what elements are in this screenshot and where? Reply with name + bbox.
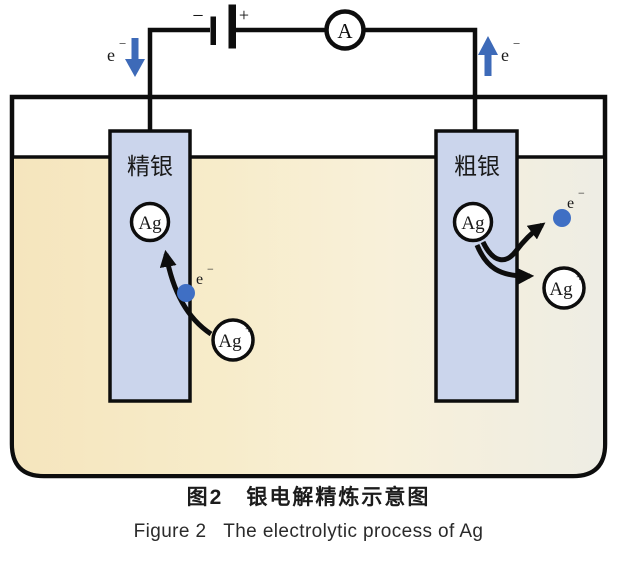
caption-chinese: 图2 银电解精炼示意图 xyxy=(186,486,431,509)
silver-atom-circle xyxy=(129,201,171,243)
ammeter-icon: A xyxy=(324,9,366,51)
cathode-electrode: 精银 xyxy=(108,129,192,403)
silver-ion-label: Ag xyxy=(218,331,242,352)
dissolution-arrow xyxy=(474,244,535,285)
electron-superscript: − xyxy=(119,36,126,51)
silver-ion-label: Ag xyxy=(549,279,573,300)
battery-icon: − + xyxy=(192,4,249,49)
anode-electrode: 粗银 xyxy=(434,129,519,403)
battery-positive-plate xyxy=(228,4,236,49)
arrow-head-up-icon xyxy=(478,36,498,55)
anode-reaction: Ag e − Ag + xyxy=(452,186,586,310)
electron-dot-icon xyxy=(553,209,571,227)
electron-release-arrow xyxy=(480,222,546,263)
deposition-arrow xyxy=(159,249,213,337)
electron-superscript: − xyxy=(207,262,214,276)
caption-english: Figure 2 The electrolytic process of Ag xyxy=(133,521,484,542)
silver-ion-circle xyxy=(211,318,255,362)
silver-atom-label: Ag xyxy=(461,213,485,234)
silver-ion-superscript: + xyxy=(245,321,252,336)
ammeter-label: A xyxy=(337,19,353,43)
anode-plate xyxy=(434,129,519,403)
electrolysis-schematic: − + A e − e − 精银 粗银 Ag e − Ag + xyxy=(9,4,608,479)
battery-minus-label: − xyxy=(192,5,203,27)
silver-atom-circle xyxy=(452,201,494,243)
anode-label: 粗银 xyxy=(454,153,500,179)
battery-plus-label: + xyxy=(239,5,249,25)
ammeter-circle xyxy=(324,9,366,51)
electron-label: e xyxy=(501,45,509,65)
electron-dot-icon xyxy=(177,284,195,302)
electron-superscript: − xyxy=(578,186,585,200)
electron-label: e xyxy=(196,271,203,288)
electron-flow-left-arrow: e − xyxy=(107,36,145,77)
cathode-reaction: Ag e − Ag + xyxy=(129,201,255,362)
arrow-head-down-icon xyxy=(125,59,145,77)
electron-label: e xyxy=(567,195,574,212)
circuit-wire xyxy=(147,27,478,136)
electron-label: e xyxy=(107,45,115,65)
battery-negative-plate xyxy=(210,16,216,45)
cathode-label: 精银 xyxy=(127,153,173,179)
cathode-plate xyxy=(108,129,192,403)
electron-superscript: − xyxy=(513,36,520,51)
silver-ion-circle xyxy=(542,266,586,310)
electron-flow-right-arrow: e − xyxy=(478,36,520,76)
figure-captions: 图2 银电解精炼示意图 Figure 2 The electrolytic pr… xyxy=(0,486,617,543)
silver-ion-superscript: + xyxy=(576,269,583,284)
silver-atom-label: Ag xyxy=(138,213,162,234)
